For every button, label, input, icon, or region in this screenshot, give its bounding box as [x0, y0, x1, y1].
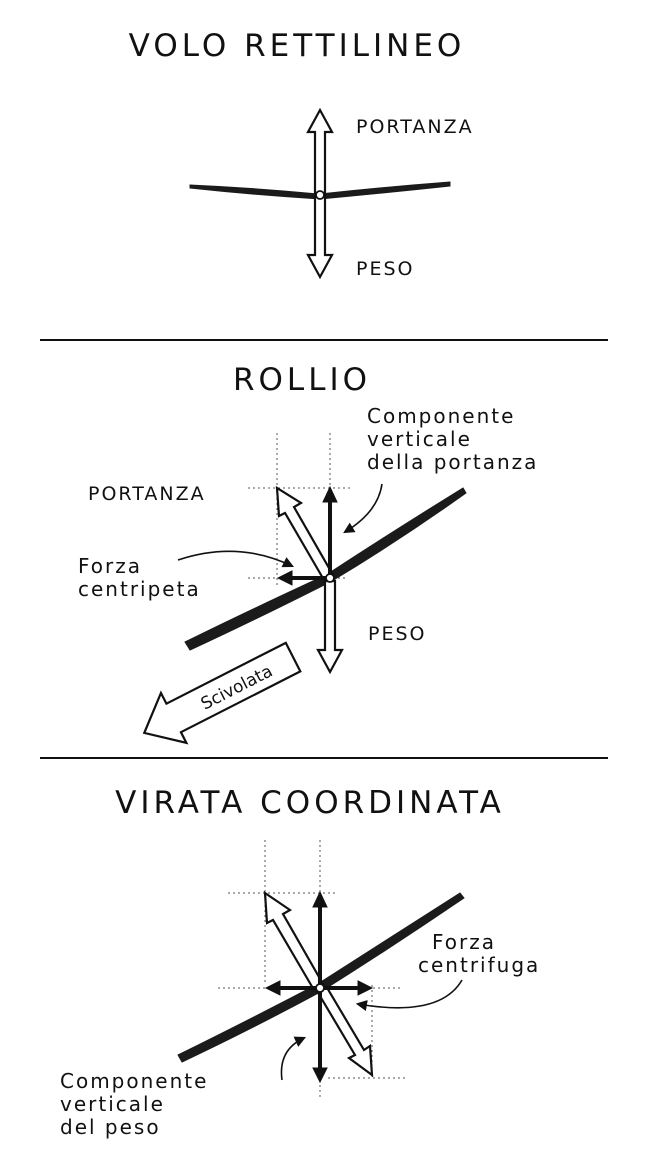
lift-arrow-coordinated	[263, 890, 325, 992]
centrifugal-force-head	[357, 980, 374, 996]
lift-arrow-roll	[275, 485, 335, 582]
vertical-weight-component-head	[312, 1067, 328, 1084]
sideslip-arrow: Scivolata	[142, 641, 302, 745]
weight-arrow-straight	[306, 194, 334, 280]
leader-centrifugal	[355, 979, 463, 1012]
center-of-gravity-straight	[315, 190, 325, 200]
leader-vertical-weight	[280, 1036, 307, 1081]
title-straight-flight: VOLO RETTILINEO	[129, 28, 466, 64]
title-roll: ROLLIO	[233, 362, 371, 398]
centripetal-force-head	[276, 570, 293, 586]
weight-arrow-coordinated	[315, 984, 374, 1078]
center-of-gravity-coordinated	[315, 983, 325, 993]
label-vertical-weight-component: Componente verticale del peso	[60, 1069, 217, 1139]
vertical-lift-component-head	[312, 890, 328, 908]
label-centripetal-force: Forza centripeta	[78, 554, 201, 601]
center-of-gravity-roll	[325, 573, 335, 583]
vertical-lift-component-head	[322, 485, 338, 503]
label-vertical-lift-component: Componente verticale della portanza	[367, 404, 538, 474]
panel-coordinated-turn: VIRATA COORDINATA Forza centrifuga	[60, 785, 540, 1139]
leader-centripetal	[177, 550, 295, 568]
centripetal-force-head	[264, 980, 281, 996]
panel-roll: ROLLIO Scivolata Componente verticale de…	[78, 362, 538, 745]
label-weight-roll: PESO	[368, 623, 426, 645]
label-lift-roll: PORTANZA	[88, 483, 206, 505]
label-lift-straight: PORTANZA	[356, 116, 474, 138]
lift-arrow-straight	[306, 107, 334, 196]
title-coordinated-turn: VIRATA COORDINATA	[115, 785, 505, 821]
weight-arrow-roll	[316, 579, 344, 675]
label-weight-straight: PESO	[356, 258, 414, 280]
leader-vertical-lift	[343, 483, 383, 534]
label-centrifugal-force: Forza centrifuga	[418, 930, 540, 977]
panel-straight-flight: VOLO RETTILINEO PORTANZA PESO	[129, 28, 474, 280]
